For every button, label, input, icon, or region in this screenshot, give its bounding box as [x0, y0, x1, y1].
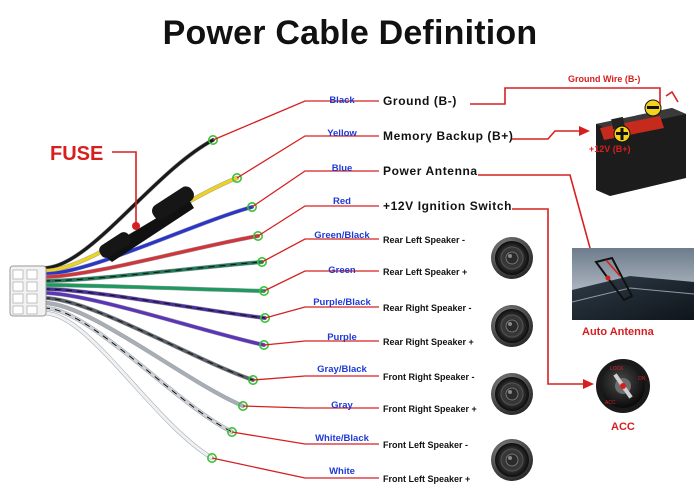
wire-green — [42, 283, 266, 293]
fuse-label: FUSE — [50, 143, 103, 165]
speaker-icon — [491, 373, 533, 415]
svg-text:ON: ON — [638, 376, 646, 382]
wire-color-label: White/Black — [315, 433, 370, 444]
page-title: Power Cable Definition — [162, 14, 538, 52]
wire-color-label: White — [329, 466, 355, 477]
wire-tip-marker — [232, 173, 243, 184]
ignition-key-icon: LOCK ON ACC — [596, 359, 650, 413]
wire-black — [42, 138, 215, 270]
wire-function-label: Front Right Speaker - — [383, 372, 475, 382]
wire-tip-marker — [259, 312, 270, 323]
leader-line — [211, 457, 379, 479]
wire-color-label: Yellow — [327, 128, 357, 139]
leader-line — [263, 340, 379, 346]
wire-bundle — [41, 137, 268, 461]
speaker-icons — [491, 237, 533, 481]
acc-label: ACC — [611, 421, 635, 433]
wire-tip-marker — [256, 256, 267, 267]
speaker-icon — [491, 305, 533, 347]
wire-function-label: Power Antenna — [383, 164, 478, 178]
wire-tip-marker — [247, 202, 258, 213]
auto-antenna-label: Auto Antenna — [582, 326, 655, 338]
wire-tip-marker — [227, 426, 238, 437]
leader-line — [252, 375, 379, 381]
wire-tip-marker — [253, 231, 264, 242]
wire-function-label: Front Right Speaker + — [383, 404, 477, 414]
leader-line — [231, 431, 379, 445]
wire-color-label: Green — [328, 265, 356, 276]
battery-icon — [596, 90, 686, 196]
speaker-icon — [491, 439, 533, 481]
wire-function-label: Memory Backup (B+) — [383, 129, 514, 143]
leader-line — [264, 306, 379, 319]
wire-function-label: Rear Right Speaker + — [383, 337, 474, 347]
wire-white — [42, 311, 214, 460]
leader-line — [242, 405, 379, 409]
wire-connector — [9, 265, 47, 317]
ground-wire-label: Ground Wire (B-) — [568, 74, 640, 84]
wire-function-label: Ground (B-) — [383, 94, 457, 108]
svg-text:LOCK: LOCK — [610, 366, 624, 372]
wire-function-label: Front Left Speaker - — [383, 440, 468, 450]
wire-gray — [42, 301, 245, 408]
wire-tip-marker — [258, 285, 269, 296]
leader-line — [251, 170, 379, 208]
wire-tip-marker — [207, 452, 218, 463]
wire-color-label: Gray/Black — [317, 364, 367, 375]
leader-line — [212, 100, 379, 141]
wire-color-label: Black — [329, 95, 355, 106]
leader-line — [236, 135, 379, 179]
wire-color-label: Blue — [332, 163, 353, 174]
wire-color-label: Red — [333, 196, 351, 207]
wire-function-label: +12V Ignition Switch — [383, 199, 512, 213]
wire-color-label: Gray — [331, 400, 353, 411]
leader-line — [261, 238, 379, 263]
leader-line — [263, 270, 379, 292]
svg-text:ACC: ACC — [605, 400, 616, 406]
car-antenna-icon — [571, 248, 695, 320]
wire-labels: Black Ground (B-) Yellow Memory Backup (B+)… — [207, 94, 514, 484]
wire-function-label: Rear Left Speaker - — [383, 235, 465, 245]
wire-tip-marker — [208, 135, 219, 146]
wire-color-label: Green/Black — [314, 230, 370, 241]
leader-line — [257, 205, 379, 237]
wire-blue — [42, 205, 254, 276]
battery-voltage-label: +12V (B+) — [589, 144, 631, 154]
wire-purple — [42, 291, 266, 347]
wire-function-label: Front Left Speaker + — [383, 474, 470, 484]
wire-color-label: Purple — [327, 332, 357, 343]
speaker-icon — [491, 237, 533, 279]
wire-red — [42, 234, 260, 279]
fuse-holder — [99, 186, 194, 262]
wire-color-label: Purple/Black — [313, 297, 371, 308]
wire-function-label: Rear Right Speaker - — [383, 303, 472, 313]
wire-function-label: Rear Left Speaker + — [383, 267, 467, 277]
